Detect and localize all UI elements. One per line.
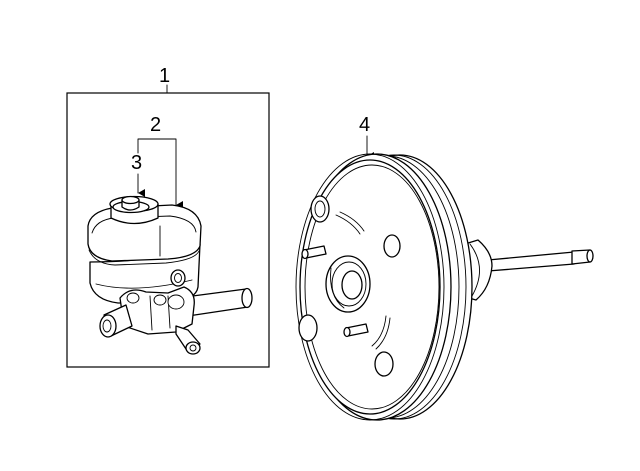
master-cylinder-drawing	[87, 195, 253, 355]
callout-1-label: 1	[159, 65, 170, 87]
callout-2-label: 2	[150, 114, 161, 136]
callout-3-label: 3	[131, 152, 142, 174]
callout-4-label: 4	[359, 114, 370, 136]
callout-3[interactable]: 3	[131, 152, 145, 197]
assembly-frame	[66, 92, 270, 368]
callout-2[interactable]: 2	[137, 114, 183, 209]
callout-2-leader	[137, 138, 183, 209]
brake-booster-drawing	[295, 153, 594, 421]
callout-1[interactable]: 1	[159, 65, 170, 94]
callout-4[interactable]: 4	[359, 114, 374, 160]
